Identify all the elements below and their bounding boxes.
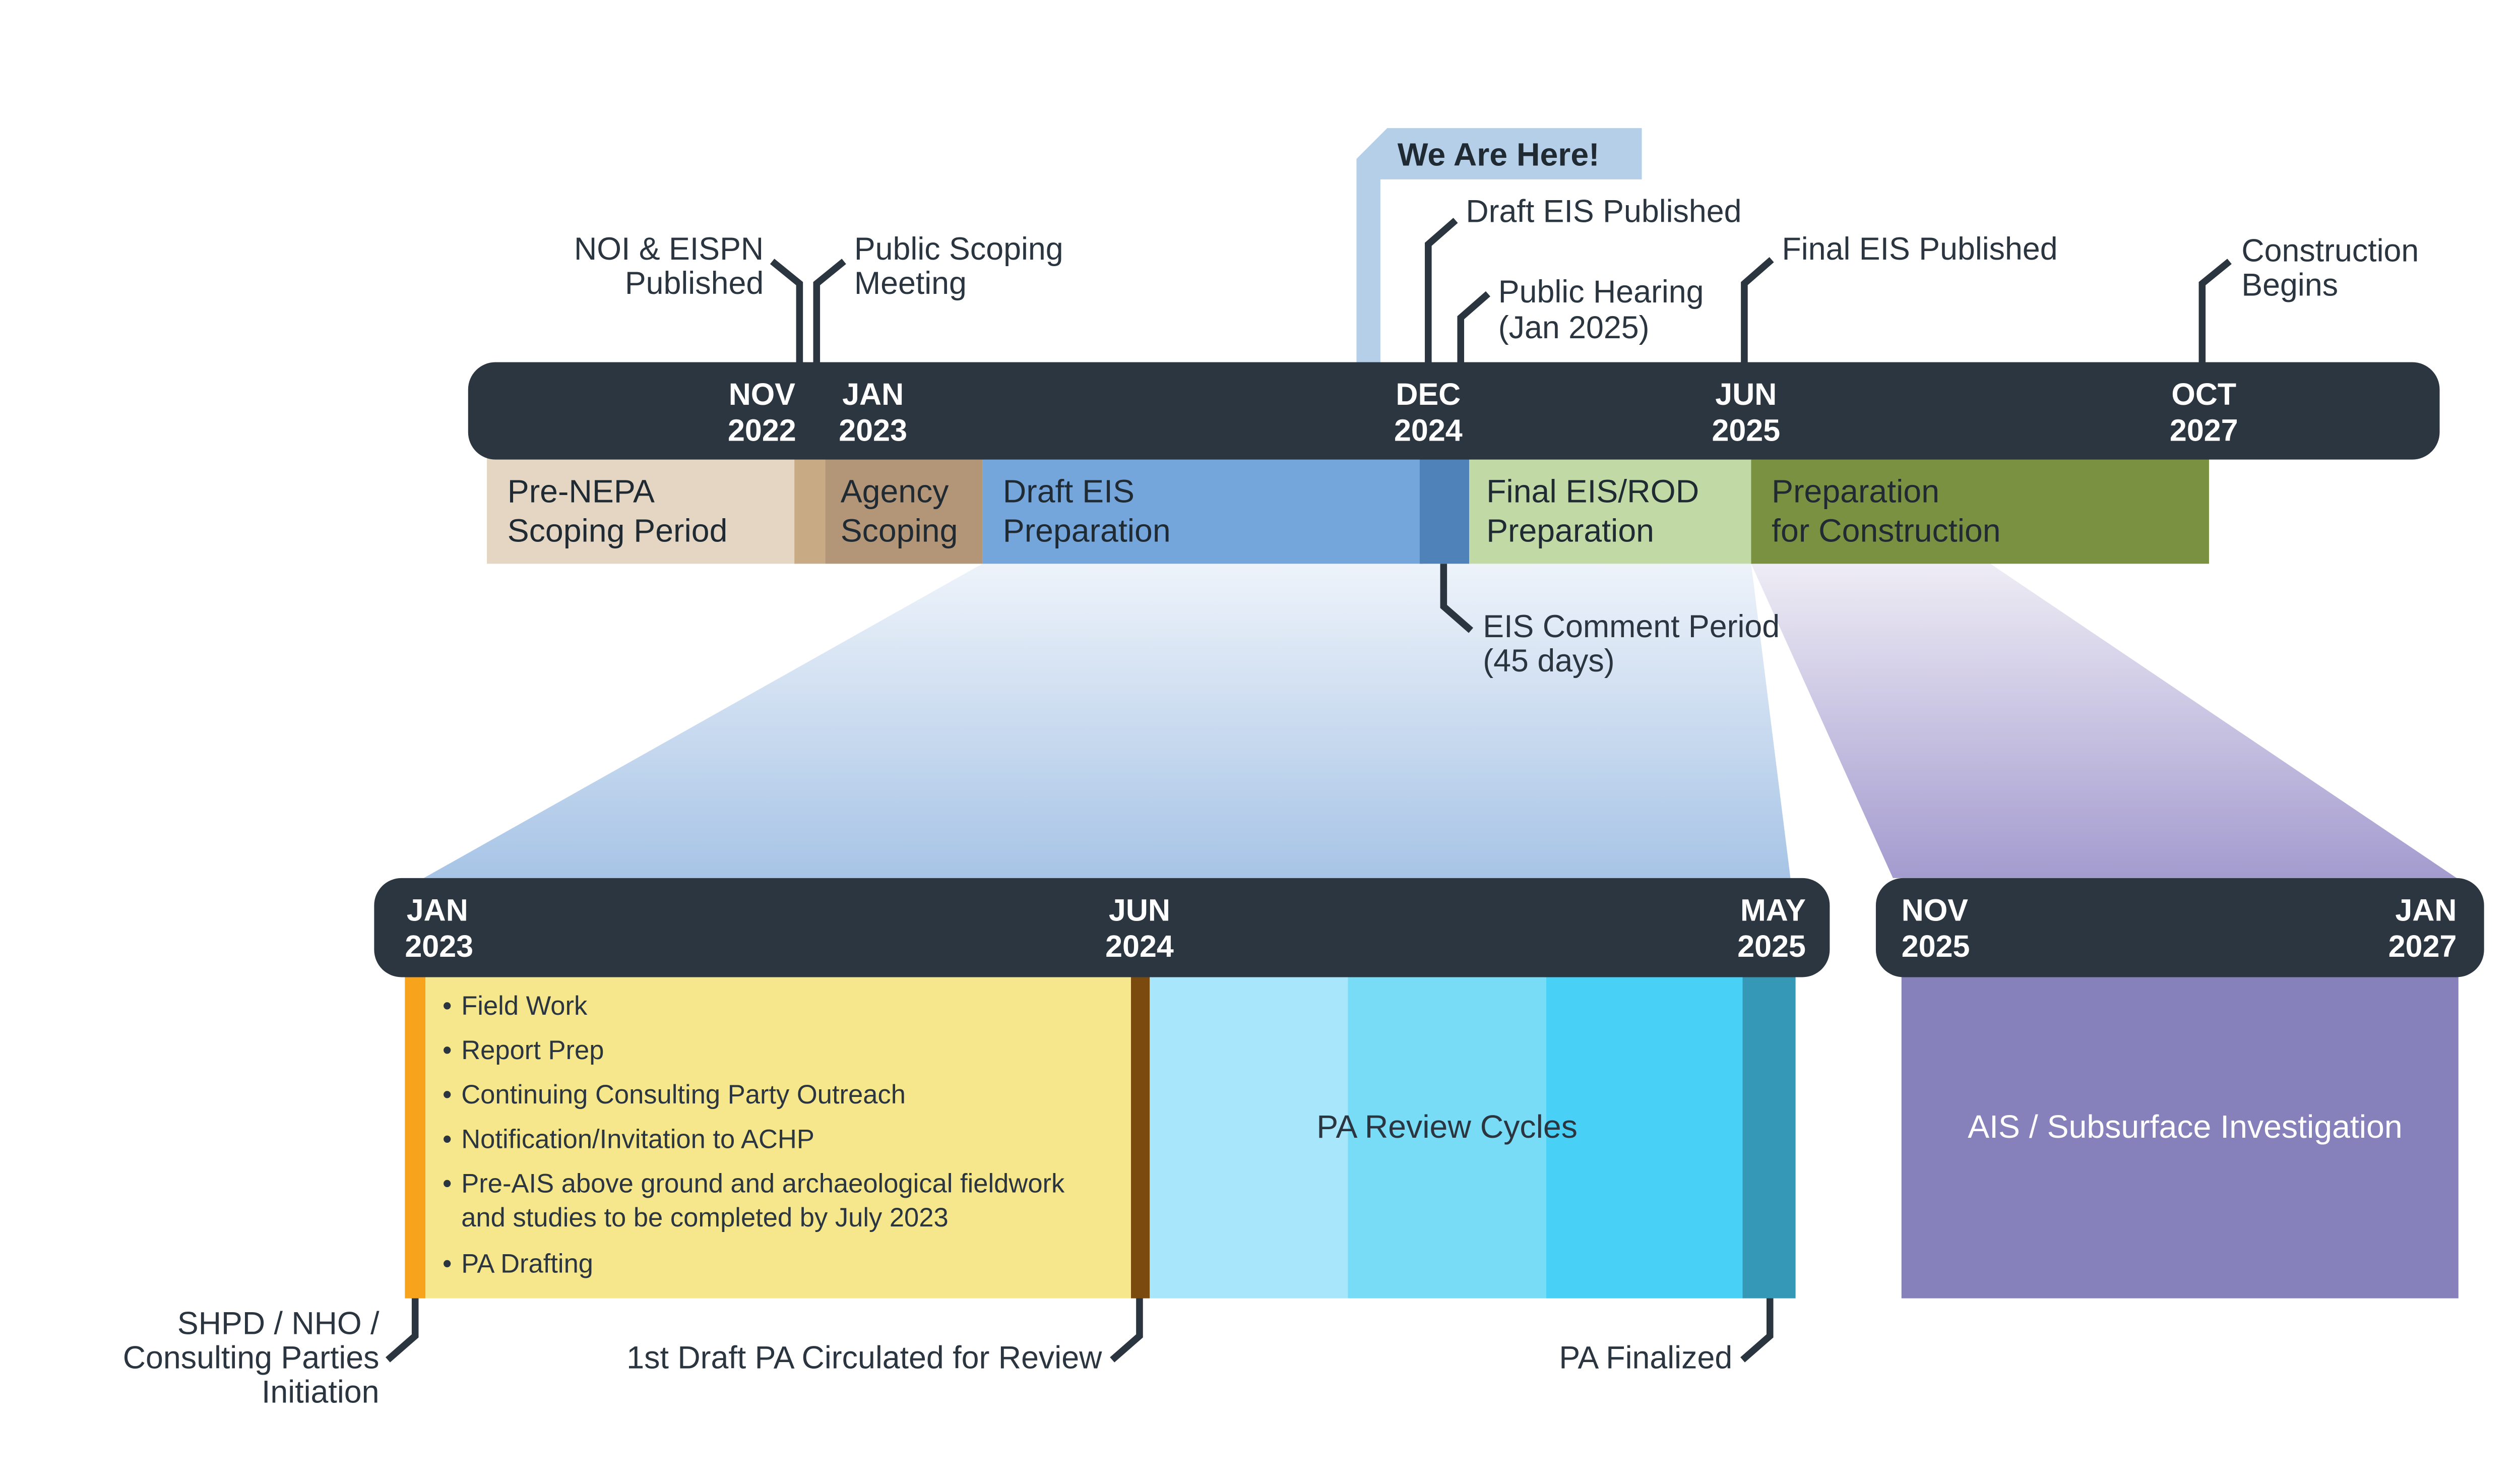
bullet-marker: • — [443, 1249, 452, 1279]
bullet-item: Continuing Consulting Party Outreach — [461, 1080, 906, 1110]
pa-finalized-block — [1742, 973, 1796, 1299]
public-hearing-label-line2: (Jan 2025) — [1498, 310, 1650, 345]
draft-eis-published-label: Draft EIS Published — [1466, 194, 1741, 229]
construction-label-line1: Construction — [2241, 233, 2419, 269]
top-date-nov-2022-month: NOV — [729, 377, 796, 411]
phase-preparation-line1: Preparation — [1772, 473, 1939, 509]
bullet-item-continuation: and studies to be completed by July 2023 — [461, 1203, 948, 1233]
initiation-label-line2: Consulting Parties — [123, 1340, 380, 1376]
bullet-marker: • — [443, 1035, 452, 1065]
pa-start-marker — [405, 973, 426, 1299]
bullet-item: Report Prep — [461, 1035, 604, 1065]
pa-date-jan-2023-year: 2023 — [405, 929, 473, 963]
ais-date-nov-2025-month: NOV — [1902, 893, 1969, 928]
final-eis-published-leader — [1741, 257, 1774, 362]
initiation-label-line3: Initiation — [262, 1374, 380, 1409]
comment-period-label-line2: (45 days) — [1483, 643, 1614, 679]
phase-final-eis-line1: Final EIS/ROD — [1486, 473, 1699, 509]
initiation-label-line1: SHPD / NHO / — [177, 1306, 380, 1341]
construction-leader — [2198, 259, 2232, 362]
pa-date-may-2025-month: MAY — [1740, 893, 1806, 928]
phase-agency-scoping-line2: Scoping — [841, 512, 958, 548]
noi-label-line2: Published — [625, 266, 764, 301]
phase-comment-period-block — [1419, 458, 1470, 564]
phase-draft-eis-line2: Preparation — [1003, 512, 1171, 548]
phase-draft-eis-line1: Draft EIS — [1003, 473, 1135, 509]
top-date-jan-2023-month: JAN — [842, 377, 904, 411]
ais-block — [1901, 973, 2459, 1299]
top-date-jun-2025-month: JUN — [1715, 377, 1777, 411]
bullet-item: PA Drafting — [461, 1249, 593, 1279]
scoping-meeting-label-line2: Meeting — [854, 266, 967, 301]
noi-leader — [770, 259, 803, 362]
top-date-oct-2027-year: 2027 — [2170, 413, 2238, 447]
pa-date-jan-2023-month: JAN — [407, 893, 468, 928]
scoping-meeting-leader — [813, 259, 846, 362]
bullet-marker: • — [443, 1168, 452, 1198]
final-eis-published-label: Final EIS Published — [1782, 231, 2057, 267]
top-date-dec-2024-year: 2024 — [1394, 413, 1463, 447]
scoping-meeting-label-line1: Public Scoping — [854, 231, 1063, 267]
top-date-jun-2025-year: 2025 — [1712, 413, 1780, 447]
draft-eis-published-leader — [1425, 218, 1458, 362]
bullet-item: Field Work — [461, 991, 588, 1021]
phase-preparation-block — [1751, 458, 2209, 564]
pa-review-cycles-label: PA Review Cycles — [1316, 1109, 1578, 1145]
public-hearing-label-line1: Public Hearing — [1498, 274, 1704, 310]
pa-drafting-block — [405, 973, 1133, 1299]
phase-final-eis-block — [1469, 458, 1753, 564]
first-draft-label: 1st Draft PA Circulated for Review — [626, 1340, 1102, 1376]
ais-label: AIS / Subsurface Investigation — [1968, 1109, 2403, 1145]
bullet-marker: • — [443, 991, 452, 1021]
phase-pre-nepa-edge — [794, 458, 826, 564]
pa-first-draft-marker — [1131, 973, 1150, 1299]
comment-period-label-line1: EIS Comment Period — [1483, 609, 1780, 644]
public-hearing-leader — [1457, 291, 1490, 362]
noi-label-line1: NOI & EISPN — [574, 231, 764, 267]
pa-review-cycle-3 — [1546, 973, 1744, 1299]
pa-date-may-2025-year: 2025 — [1737, 929, 1806, 963]
top-timeline-bar — [468, 362, 2440, 460]
first-draft-leader — [1110, 1298, 1143, 1363]
pa-date-jun-2024-year: 2024 — [1105, 929, 1174, 963]
phase-preparation-line2: for Construction — [1772, 512, 2000, 548]
ais-date-jan-2027-month: JAN — [2395, 893, 2456, 928]
initiation-leader — [386, 1298, 419, 1363]
phase-draft-eis-block — [982, 458, 1423, 564]
ais-expansion-fan — [1751, 564, 2457, 878]
ais-timeline-bar — [1875, 878, 2484, 977]
bullet-marker: • — [443, 1080, 452, 1110]
pa-finalized-label: PA Finalized — [1559, 1340, 1732, 1376]
pa-date-jun-2024-month: JUN — [1109, 893, 1170, 928]
bullet-marker: • — [443, 1124, 452, 1154]
pa-finalized-leader — [1740, 1298, 1774, 1363]
top-date-dec-2024-month: DEC — [1396, 377, 1461, 411]
phase-pre-nepa-line2: Scoping Period — [508, 512, 728, 548]
bullet-item: Pre-AIS above ground and archaeological … — [461, 1168, 1065, 1198]
ais-date-jan-2027-year: 2027 — [2388, 929, 2457, 963]
construction-label-line2: Begins — [2241, 267, 2338, 302]
we-are-here-flag — [1356, 128, 1642, 364]
pa-review-cycle-2 — [1348, 973, 1546, 1299]
top-date-oct-2027-month: OCT — [2171, 377, 2236, 411]
pa-expansion-fan — [423, 564, 1791, 878]
phase-pre-nepa-line1: Pre-NEPA — [508, 473, 655, 509]
phase-agency-scoping-block — [825, 458, 983, 564]
top-date-jan-2023-year: 2023 — [839, 413, 907, 447]
pa-review-cycle-1 — [1150, 973, 1348, 1299]
ais-date-nov-2025-year: 2025 — [1902, 929, 1970, 963]
phase-agency-scoping-line1: Agency — [841, 473, 950, 509]
bullet-item: Notification/Invitation to ACHP — [461, 1124, 814, 1154]
pa-timeline-bar — [374, 878, 1830, 977]
we-are-here-label: We Are Here! — [1398, 137, 1600, 173]
phase-final-eis-line2: Preparation — [1486, 512, 1654, 548]
top-date-nov-2022-year: 2022 — [728, 413, 796, 447]
comment-period-leader — [1440, 564, 1474, 633]
phase-pre-nepa-block — [487, 458, 798, 564]
